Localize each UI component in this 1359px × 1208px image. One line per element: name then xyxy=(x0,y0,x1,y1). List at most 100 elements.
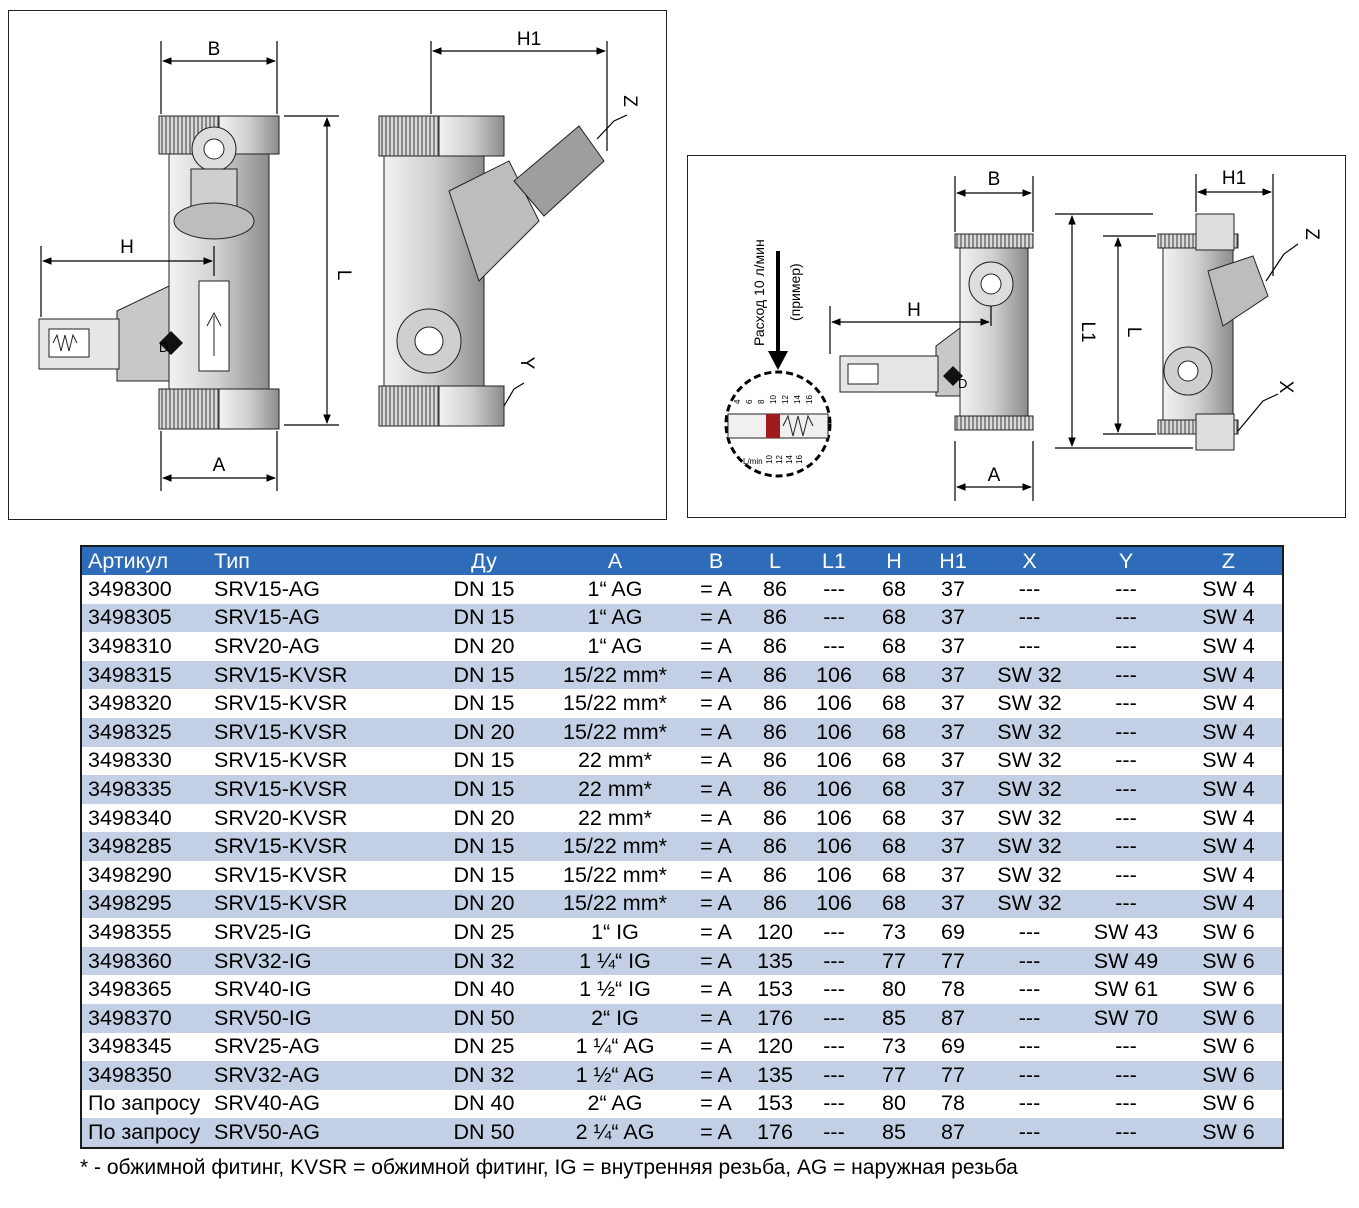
table-cell: DN 15 xyxy=(424,575,544,604)
flow-indicator-marker xyxy=(766,414,780,438)
table-cell: --- xyxy=(1077,1032,1175,1062)
table-cell: --- xyxy=(1077,889,1175,919)
table-cell: --- xyxy=(982,632,1077,661)
table-cell: SW 6 xyxy=(1175,946,1283,976)
table-cell: --- xyxy=(804,575,864,604)
table-cell: DN 20 xyxy=(424,632,544,661)
table-cell: 3498325 xyxy=(81,717,208,747)
table-cell: DN 32 xyxy=(424,1061,544,1090)
table-cell: DN 15 xyxy=(424,603,544,633)
table-cell: 1“ IG xyxy=(544,918,686,947)
table-cell: 37 xyxy=(924,660,982,690)
table-cell: DN 50 xyxy=(424,1118,544,1148)
table-cell: 80 xyxy=(864,975,924,1004)
table-cell: --- xyxy=(1077,660,1175,690)
table-cell: 3498305 xyxy=(81,603,208,633)
table-cell: 176 xyxy=(746,1118,804,1148)
table-cell: DN 50 xyxy=(424,1003,544,1033)
table-cell: 15/22 mm* xyxy=(544,689,686,718)
table-cell: --- xyxy=(982,1061,1077,1090)
table-cell: 85 xyxy=(864,1003,924,1033)
table-cell: 37 xyxy=(924,689,982,718)
table-cell: --- xyxy=(982,1089,1077,1119)
footnote: * - обжимной фитинг, KVSR = обжимной фит… xyxy=(80,1156,1018,1179)
table-cell: 1 ¼“ AG xyxy=(544,1032,686,1062)
table-cell: 3498315 xyxy=(81,660,208,690)
table-cell: SW 32 xyxy=(982,746,1077,776)
table-cell: SW 6 xyxy=(1175,918,1283,947)
side-view-right xyxy=(1157,213,1269,451)
table-cell: 68 xyxy=(864,632,924,661)
table-cell: SRV25-AG xyxy=(208,1032,424,1062)
table-cell: 15/22 mm* xyxy=(544,860,686,890)
table-cell: DN 25 xyxy=(424,918,544,947)
table-cell: SRV15-KVSR xyxy=(208,860,424,890)
table-cell: --- xyxy=(804,1032,864,1062)
flow-mark-right: D xyxy=(958,376,967,391)
table-cell: DN 20 xyxy=(424,717,544,747)
table-cell: SW 32 xyxy=(982,689,1077,718)
table-cell: --- xyxy=(1077,1089,1175,1119)
table-cell: 86 xyxy=(746,803,804,833)
column-header: H xyxy=(864,546,924,575)
table-cell: 3498345 xyxy=(81,1032,208,1062)
gauge-tick: 14 xyxy=(785,455,794,464)
table-cell: 106 xyxy=(804,746,864,776)
dim-label-l1-right: L1 xyxy=(1077,321,1098,342)
table-cell: 135 xyxy=(746,1061,804,1090)
table-cell: 176 xyxy=(746,1003,804,1033)
table-cell: 86 xyxy=(746,717,804,747)
table-cell: 15/22 mm* xyxy=(544,717,686,747)
column-header: A xyxy=(544,546,686,575)
table-cell: 106 xyxy=(804,660,864,690)
table-cell: --- xyxy=(982,975,1077,1004)
table-cell: 2“ AG xyxy=(544,1089,686,1119)
table-cell: SRV15-AG xyxy=(208,603,424,633)
table-cell: 3498310 xyxy=(81,632,208,661)
table-cell: 37 xyxy=(924,775,982,804)
table-cell: 3498300 xyxy=(81,575,208,604)
table-cell: = A xyxy=(686,603,746,633)
dimension-table: Артикул Тип Ду A B L L1 H H1 X Y Z 34983… xyxy=(80,545,1284,1149)
gauge-tick: 10 xyxy=(765,455,774,464)
table-cell: SW 61 xyxy=(1077,975,1175,1004)
dim-label-a-right: A xyxy=(988,465,1001,486)
front-view-right: D xyxy=(839,233,1034,431)
table-cell: 37 xyxy=(924,632,982,661)
table-cell: 153 xyxy=(746,975,804,1004)
table-cell: 106 xyxy=(804,832,864,861)
table-cell: SRV20-KVSR xyxy=(208,803,424,833)
gauge-tick: 12 xyxy=(775,455,784,464)
table-cell: DN 20 xyxy=(424,889,544,919)
table-cell: 68 xyxy=(864,803,924,833)
dimension-lines-left xyxy=(40,41,628,491)
table-cell: SW 4 xyxy=(1175,689,1283,718)
table-cell: 86 xyxy=(746,860,804,890)
table-cell: --- xyxy=(1077,803,1175,833)
table-cell: SW 4 xyxy=(1175,603,1283,633)
table-cell: SRV15-KVSR xyxy=(208,832,424,861)
table-cell: 135 xyxy=(746,946,804,976)
table-cell: SW 6 xyxy=(1175,1061,1283,1090)
table-cell: DN 15 xyxy=(424,660,544,690)
table-cell: SW 4 xyxy=(1175,860,1283,890)
table-cell: DN 15 xyxy=(424,746,544,776)
table-cell: --- xyxy=(804,946,864,976)
table-cell: 68 xyxy=(864,660,924,690)
table-cell: 37 xyxy=(924,575,982,604)
table-cell: SW 4 xyxy=(1175,832,1283,861)
table-cell: 85 xyxy=(864,1118,924,1148)
table-cell: SW 32 xyxy=(982,717,1077,747)
table-cell: --- xyxy=(804,1118,864,1148)
table-cell: --- xyxy=(804,632,864,661)
table-cell: = A xyxy=(686,889,746,919)
table-cell: = A xyxy=(686,975,746,1004)
table-cell: = A xyxy=(686,660,746,690)
table-cell: 106 xyxy=(804,717,864,747)
table-cell: --- xyxy=(982,918,1077,947)
